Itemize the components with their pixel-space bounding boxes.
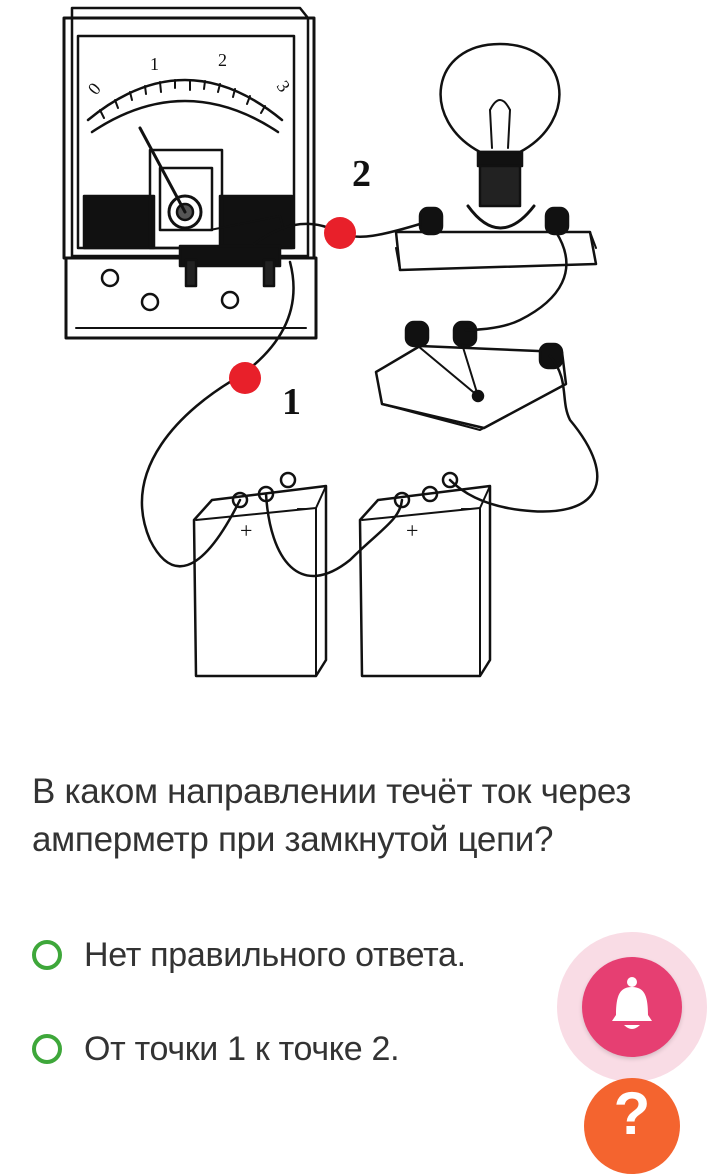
bell-icon <box>604 975 660 1040</box>
notification-button[interactable] <box>582 957 682 1057</box>
circuit-diagram: 0 1 2 3 <box>62 6 599 678</box>
point-1-marker <box>229 362 261 394</box>
help-button[interactable]: ? <box>584 1078 680 1174</box>
question-text: В каком направлении течёт ток через ампе… <box>32 772 632 859</box>
ammeter <box>62 6 318 340</box>
battery-left <box>192 471 328 678</box>
point-2-marker <box>324 217 356 249</box>
help-symbol: ? <box>613 1080 651 1147</box>
answer-option-label: От точки 1 к точке 2. <box>84 1029 400 1068</box>
switch <box>374 320 568 431</box>
scale-label-0: 0 <box>84 79 105 99</box>
battery-right-minus: − <box>460 496 472 521</box>
scale-label-2: 2 <box>218 50 227 70</box>
answer-option-1[interactable]: Нет правильного ответа. <box>32 930 466 980</box>
answer-option-label: Нет правильного ответа. <box>84 935 466 974</box>
radio-button[interactable] <box>32 1034 62 1064</box>
answer-option-2[interactable]: От точки 1 к точке 2. <box>32 1024 400 1074</box>
point-2-label: 2 <box>352 153 371 195</box>
battery-left-minus: − <box>296 496 308 521</box>
battery-left-plus: + <box>240 518 252 543</box>
point-1-label: 1 <box>282 381 301 423</box>
battery-right-plus: + <box>406 518 418 543</box>
battery-right <box>358 471 492 678</box>
lamp <box>394 42 598 272</box>
scale-label-3: 3 <box>273 77 295 96</box>
scale-label-1: 1 <box>150 54 159 74</box>
radio-button[interactable] <box>32 940 62 970</box>
